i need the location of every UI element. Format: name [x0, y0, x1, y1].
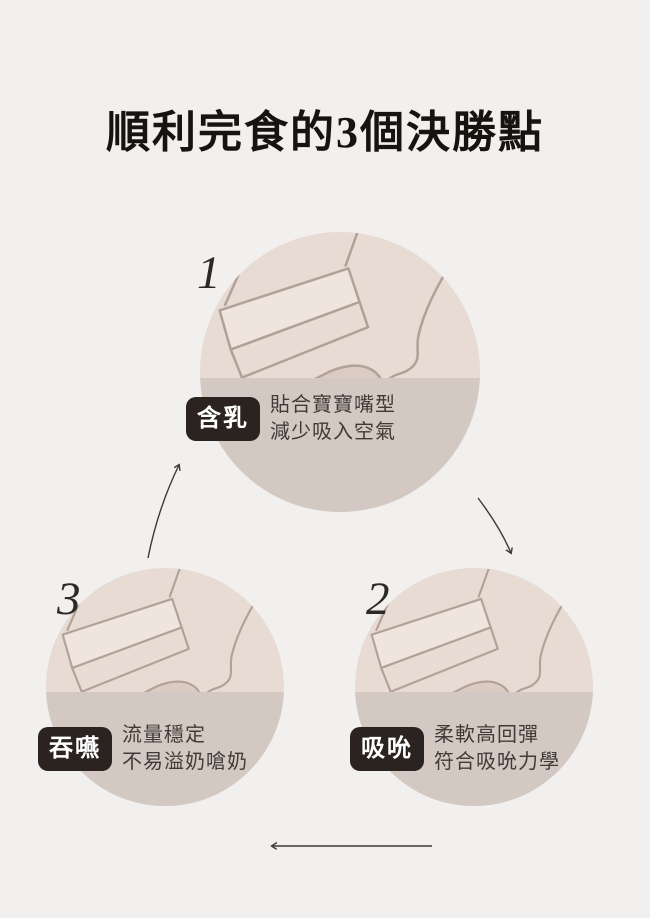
- step-latch-circle: [200, 232, 480, 512]
- step-description-line1: 流量穩定: [122, 724, 206, 746]
- arrow-step3-to-step1: [147, 465, 179, 559]
- step-description: 柔軟高回彈 符合吸吮力學: [434, 722, 560, 776]
- step-number: 1: [197, 247, 221, 299]
- step-caption: 含乳 貼合寶寶嘴型 減少吸入空氣: [186, 392, 395, 446]
- step-caption: 吞嚥 流量穩定 不易溢奶嗆奶: [38, 722, 247, 776]
- step-number: 2: [366, 573, 390, 625]
- step-description: 流量穩定 不易溢奶嗆奶: [122, 722, 248, 776]
- step-badge: 含乳: [186, 397, 260, 441]
- arrow-step1-to-step2: [477, 497, 511, 553]
- step-description-line1: 貼合寶寶嘴型: [270, 394, 396, 416]
- step-description-line2: 減少吸入空氣: [270, 421, 396, 443]
- step-description: 貼合寶寶嘴型 減少吸入空氣: [270, 392, 396, 446]
- step-caption: 吸吮 柔軟高回彈 符合吸吮力學: [350, 722, 559, 776]
- step-badge: 吞嚥: [38, 727, 112, 771]
- page-title: 順利完食的3個決勝點: [106, 108, 544, 157]
- step-description-line2: 不易溢奶嗆奶: [122, 751, 248, 773]
- step-badge: 吸吮: [350, 727, 424, 771]
- step-description-line1: 柔軟高回彈: [434, 724, 539, 746]
- step-description-line2: 符合吸吮力學: [434, 751, 560, 773]
- step-number: 3: [57, 573, 81, 625]
